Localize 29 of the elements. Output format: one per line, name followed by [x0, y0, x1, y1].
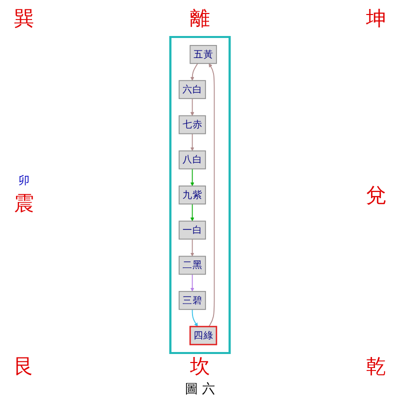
arrow: [190, 63, 198, 81]
node-box: 三碧: [178, 290, 206, 310]
trigram-label: 離: [190, 4, 210, 32]
node-box: 八白: [178, 150, 206, 170]
node-box: 一白: [178, 220, 206, 240]
trigram-label: 坎: [190, 352, 210, 380]
trigram-label: 兌: [366, 182, 386, 208]
trigram-label: 艮: [14, 352, 34, 380]
node-box: 六白: [178, 80, 206, 100]
node-box: 九紫: [178, 186, 206, 204]
arrow: [192, 308, 198, 327]
arrow: [190, 238, 194, 256]
node-box: 七赤: [178, 115, 206, 134]
node-box: 四綠: [189, 326, 218, 346]
node-box: 二黑: [178, 256, 206, 275]
arrow: [190, 168, 194, 186]
arrow: [190, 98, 194, 116]
arrow: [190, 133, 194, 152]
arrow: [208, 63, 215, 327]
trigram-label: 坤: [366, 4, 386, 32]
trigram-label: 巽: [14, 4, 34, 32]
direction-label: 卯: [18, 173, 30, 188]
trigram-label: 震: [14, 190, 34, 217]
node-box: 五黃: [190, 45, 217, 64]
arrow: [190, 204, 194, 222]
cluster: [169, 36, 231, 354]
arrow: [190, 274, 194, 292]
trigram-label: 乾: [366, 352, 386, 380]
caption: 圖 六: [184, 381, 216, 398]
